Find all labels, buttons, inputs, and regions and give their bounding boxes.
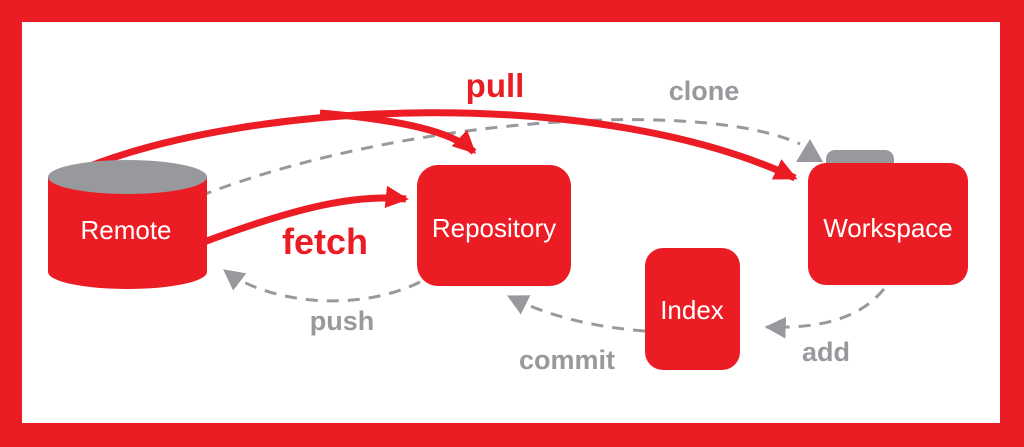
commit-arrow <box>506 294 646 333</box>
repository-node-label: Repository <box>432 213 556 243</box>
clone-arrow <box>199 118 823 198</box>
index-node: Index <box>645 248 740 370</box>
workspace-node: Workspace <box>808 150 968 285</box>
fetch-label: fetch <box>282 221 368 262</box>
repository-box <box>417 165 571 286</box>
repository-node: Repository <box>417 165 571 286</box>
database-cylinder-bottom-icon <box>48 255 207 289</box>
index-box <box>645 248 740 370</box>
clone-label: clone <box>669 76 740 106</box>
commit-label: commit <box>519 345 615 375</box>
remote-node: Remote <box>48 160 207 289</box>
add-arrow <box>764 288 886 339</box>
index-node-label: Index <box>660 295 724 325</box>
push-arrow <box>223 268 421 303</box>
push-label: push <box>310 306 375 336</box>
pull-label: pull <box>466 67 525 104</box>
pull-branch-to-repository <box>319 109 477 155</box>
fetch-arrow <box>202 185 409 246</box>
clone-arrowhead-icon <box>796 139 823 162</box>
database-cylinder-top-icon <box>48 160 207 194</box>
workspace-node-label: Workspace <box>823 213 953 243</box>
pull-arrow <box>73 109 798 182</box>
folder-body-icon <box>808 163 968 285</box>
remote-node-label: Remote <box>80 215 171 245</box>
add-label: add <box>802 337 850 367</box>
